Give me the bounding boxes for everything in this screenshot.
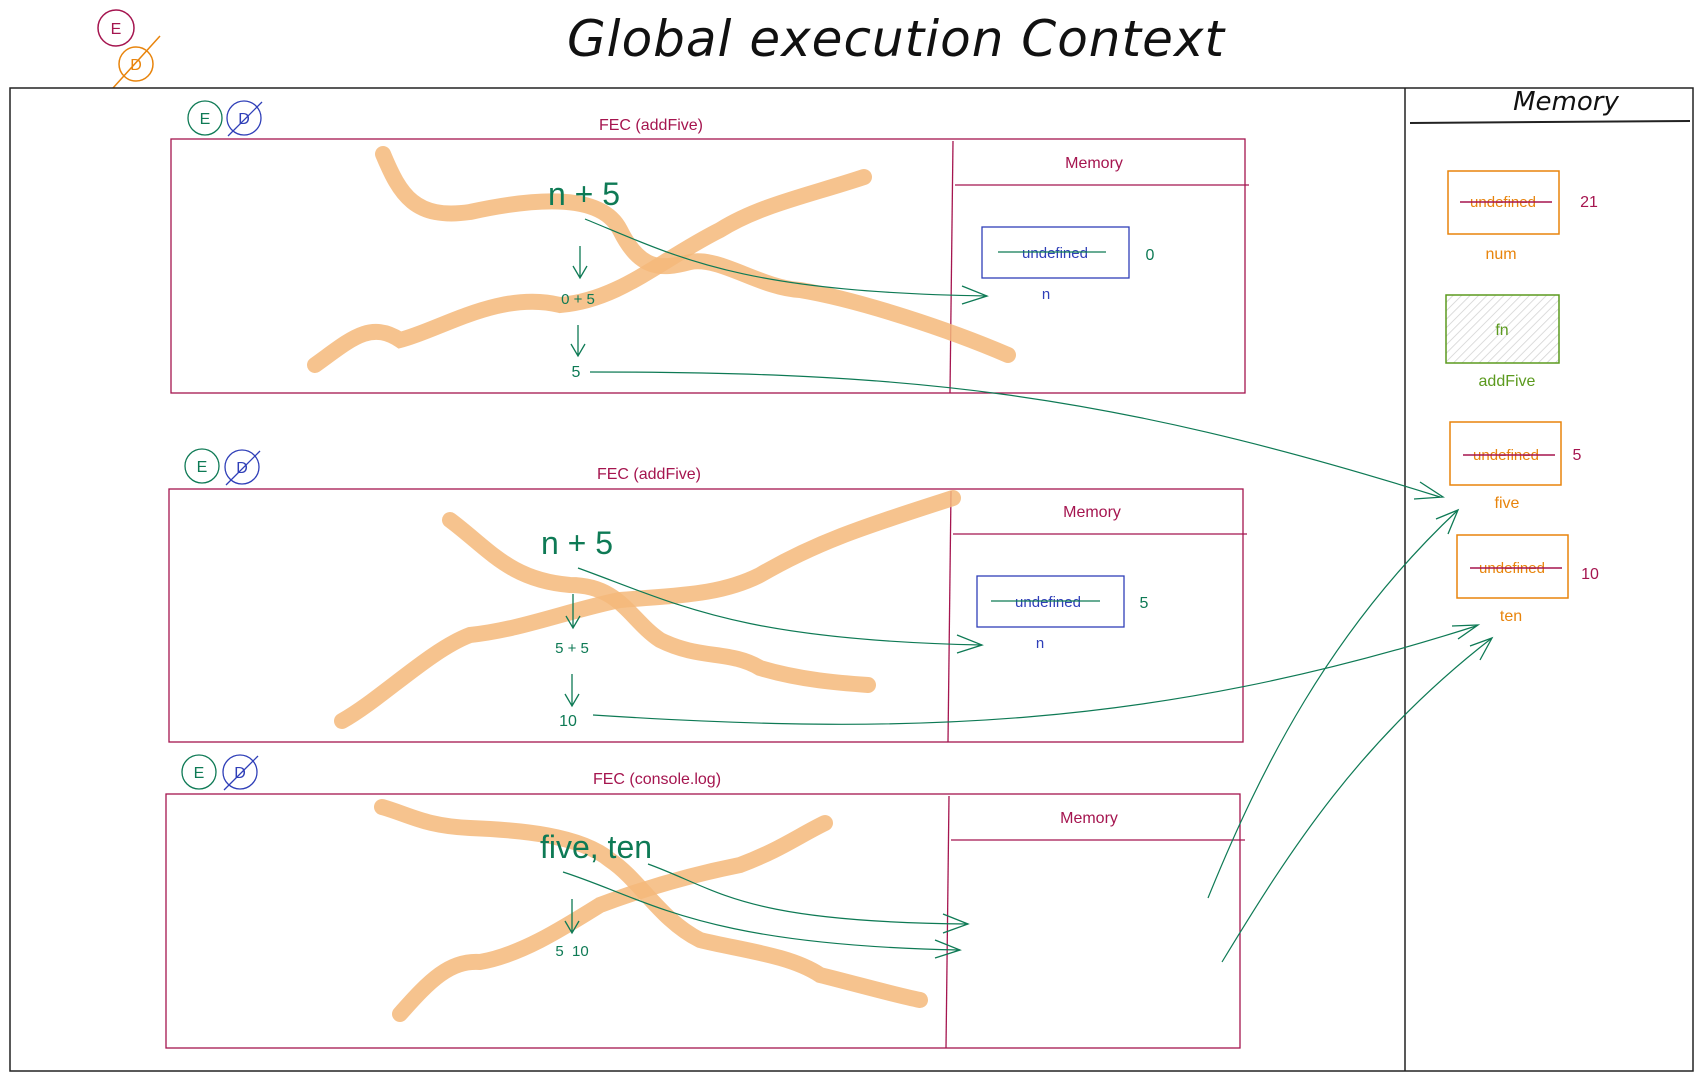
strike-icon <box>223 755 259 791</box>
expression: five, ten <box>540 829 652 865</box>
down-arrow-icon <box>570 325 586 358</box>
memory-slot <box>1449 421 1562 486</box>
arrow-head-icon <box>934 939 962 959</box>
page-title: Global execution Context <box>567 10 1227 68</box>
old-value: undefined <box>1022 245 1088 262</box>
memory-item-five: undefined 5 five <box>1449 421 1582 512</box>
scribble-mark <box>307 169 872 373</box>
strike-icon <box>112 35 161 89</box>
var-name: ten <box>1500 608 1522 625</box>
arrow-head-icon <box>1435 508 1460 535</box>
context-memory-title: Memory <box>1063 504 1121 521</box>
global-badge: E D <box>97 9 161 89</box>
arrow-connector <box>1207 509 1459 899</box>
down-arrow-icon <box>572 246 588 280</box>
context-badge: E D <box>187 100 263 137</box>
result-value: 5 <box>572 364 581 381</box>
arrow-head-icon <box>1469 636 1494 661</box>
function-context-2: E D FEC (addFive) Memory n + 5 5 + 5 10 … <box>168 448 1247 743</box>
memory-slot <box>1447 170 1560 235</box>
new-value: 0 <box>1146 247 1155 264</box>
new-value: 5 <box>1140 595 1149 612</box>
expression: n + 5 <box>548 176 620 212</box>
global-memory-underline <box>1409 120 1691 124</box>
old-value: undefined <box>1015 594 1081 611</box>
badge-e: E <box>197 459 208 476</box>
strike-icon <box>227 101 263 137</box>
step-value: 5 10 <box>555 943 588 960</box>
var-name: addFive <box>1479 373 1536 390</box>
var-name: n <box>1042 286 1050 303</box>
memory-item-addfive: fn addFive <box>1445 294 1560 390</box>
arrow-head-icon <box>942 913 970 934</box>
fn-label: fn <box>1495 322 1508 339</box>
memory-item-ten: undefined 10 ten <box>1456 534 1599 625</box>
scribble-mark <box>374 799 928 1008</box>
step-value: 5 + 5 <box>555 640 589 657</box>
context-frame <box>165 793 1241 1049</box>
new-value: 10 <box>1581 566 1599 583</box>
new-value: 21 <box>1580 194 1598 211</box>
scribble-mark <box>334 490 961 729</box>
result-value: 10 <box>559 713 577 730</box>
arrow-connector <box>562 871 961 951</box>
context-memory-divider <box>947 490 952 743</box>
context-badge: E D <box>184 448 261 486</box>
context-frame <box>168 488 1244 743</box>
memory-slot <box>976 575 1125 628</box>
var-name: num <box>1485 246 1516 263</box>
step-value: 0 + 5 <box>561 291 595 308</box>
scribble-mark <box>442 512 876 693</box>
context-memory-divider <box>945 795 950 1049</box>
arrow-head-icon <box>1451 624 1481 640</box>
badge-e: E <box>200 111 211 128</box>
arrow-connector <box>584 218 988 297</box>
global-badge-d: D <box>130 57 142 74</box>
arrow-connector <box>589 371 1441 498</box>
var-name: n <box>1036 635 1044 652</box>
arrow-connector <box>592 625 1477 725</box>
context-title: FEC (console.log) <box>593 771 721 788</box>
memory-slot <box>981 226 1130 279</box>
global-memory-panel: Memory undefined 21 num fn addFive undef… <box>1409 87 1691 625</box>
scribble-mark <box>392 815 833 1022</box>
down-arrow-icon <box>564 674 580 708</box>
context-memory-divider <box>949 140 954 394</box>
var-name: five <box>1495 495 1520 512</box>
global-memory-title: Memory <box>1513 87 1619 117</box>
memory-slot <box>1456 534 1569 599</box>
context-title: FEC (addFive) <box>597 466 701 483</box>
arrow-head-icon <box>1413 481 1445 500</box>
memory-item-num: undefined 21 num <box>1447 170 1598 263</box>
scribble-mark <box>375 146 1016 363</box>
global-badge-e: E <box>111 21 122 38</box>
expression: n + 5 <box>541 525 613 561</box>
local-memory-slot: undefined 5 n <box>976 575 1149 652</box>
function-slot <box>1445 294 1560 364</box>
arrow-connector <box>647 863 969 925</box>
function-context-3: E D FEC (console.log) Memory five, ten 5… <box>165 754 1245 1049</box>
local-memory-slot: undefined 0 n <box>981 226 1155 303</box>
context-memory-title: Memory <box>1060 810 1118 827</box>
strike-icon <box>225 450 261 486</box>
context-frame <box>170 138 1246 394</box>
global-context-frame <box>9 87 1694 1072</box>
function-context-1: E D FEC (addFive) Memory n + 5 0 + 5 5 u… <box>170 100 1249 394</box>
down-arrow-icon <box>564 899 580 935</box>
new-value: 5 <box>1573 447 1582 464</box>
context-memory-title: Memory <box>1065 155 1123 172</box>
arrow-connector <box>1221 637 1493 963</box>
context-badge: E D <box>181 754 259 791</box>
arrow-head-icon <box>961 285 989 305</box>
arrow-head-icon <box>956 634 984 654</box>
context-title: FEC (addFive) <box>599 117 703 134</box>
down-arrow-icon <box>565 594 581 630</box>
badge-e: E <box>194 765 205 782</box>
arrow-connector <box>577 567 983 646</box>
